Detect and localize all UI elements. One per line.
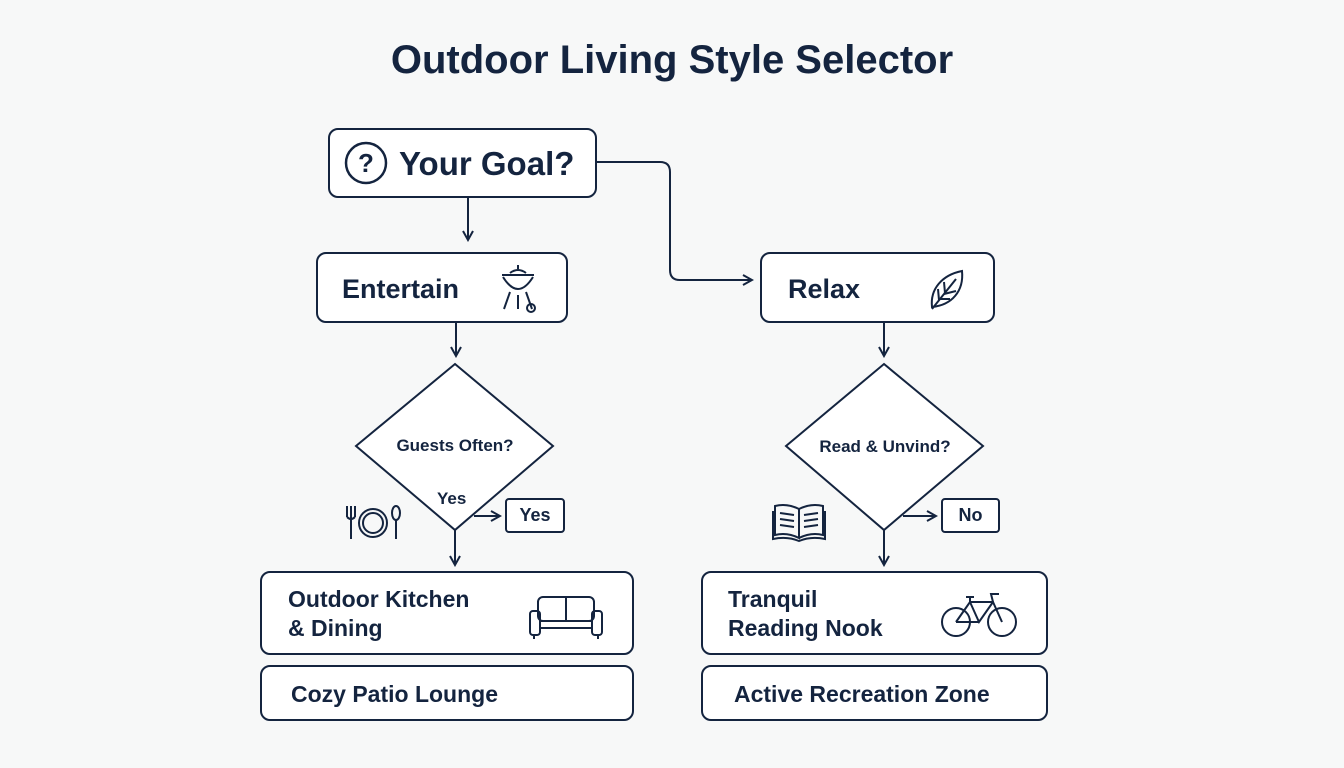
decision-question-read: Read & Unvind? <box>819 437 951 456</box>
alternative-cozy-patio-lounge: Cozy Patio Lounge <box>260 665 634 721</box>
alternative-active-recreation-label: Active Recreation Zone <box>734 681 990 707</box>
decision-answer-label-yes: Yes <box>437 489 467 508</box>
answer-box-yes: Yes <box>505 498 565 533</box>
alternative-cozy-patio-label: Cozy Patio Lounge <box>291 681 498 707</box>
bicycle-icon <box>941 593 1017 637</box>
result-tranquil-reading-nook: Tranquil Reading Nook <box>701 571 1048 655</box>
alternative-active-recreation-zone: Active Recreation Zone <box>701 665 1048 721</box>
start-node: ? Your Goal? <box>328 128 597 198</box>
plate-cutlery-icon <box>346 505 401 539</box>
sofa-icon <box>529 596 603 639</box>
grill-icon <box>502 265 536 313</box>
leaf-icon <box>930 269 964 310</box>
result-outdoor-kitchen-line2: & Dining <box>288 615 383 641</box>
answer-box-no: No <box>941 498 1000 533</box>
result-outdoor-kitchen: Outdoor Kitchen & Dining <box>260 571 634 655</box>
result-tranquil-line1: Tranquil <box>728 586 818 612</box>
result-outdoor-kitchen-line1: Outdoor Kitchen <box>288 586 470 612</box>
start-label: Your Goal? <box>399 145 575 182</box>
relax-label: Relax <box>788 274 861 304</box>
decision-question-guests: Guests Often? <box>396 436 514 455</box>
arrow-start-to-relax <box>596 161 752 280</box>
svg-text:?: ? <box>358 148 374 178</box>
entertain-label: Entertain <box>342 274 460 304</box>
entertain-node: Entertain <box>316 252 568 323</box>
diagram-title: Outdoor Living Style Selector <box>390 38 954 82</box>
relax-node: Relax <box>760 252 995 323</box>
result-tranquil-line2: Reading Nook <box>728 615 883 641</box>
open-book-icon <box>772 504 826 543</box>
question-circle-icon: ? <box>344 141 388 185</box>
